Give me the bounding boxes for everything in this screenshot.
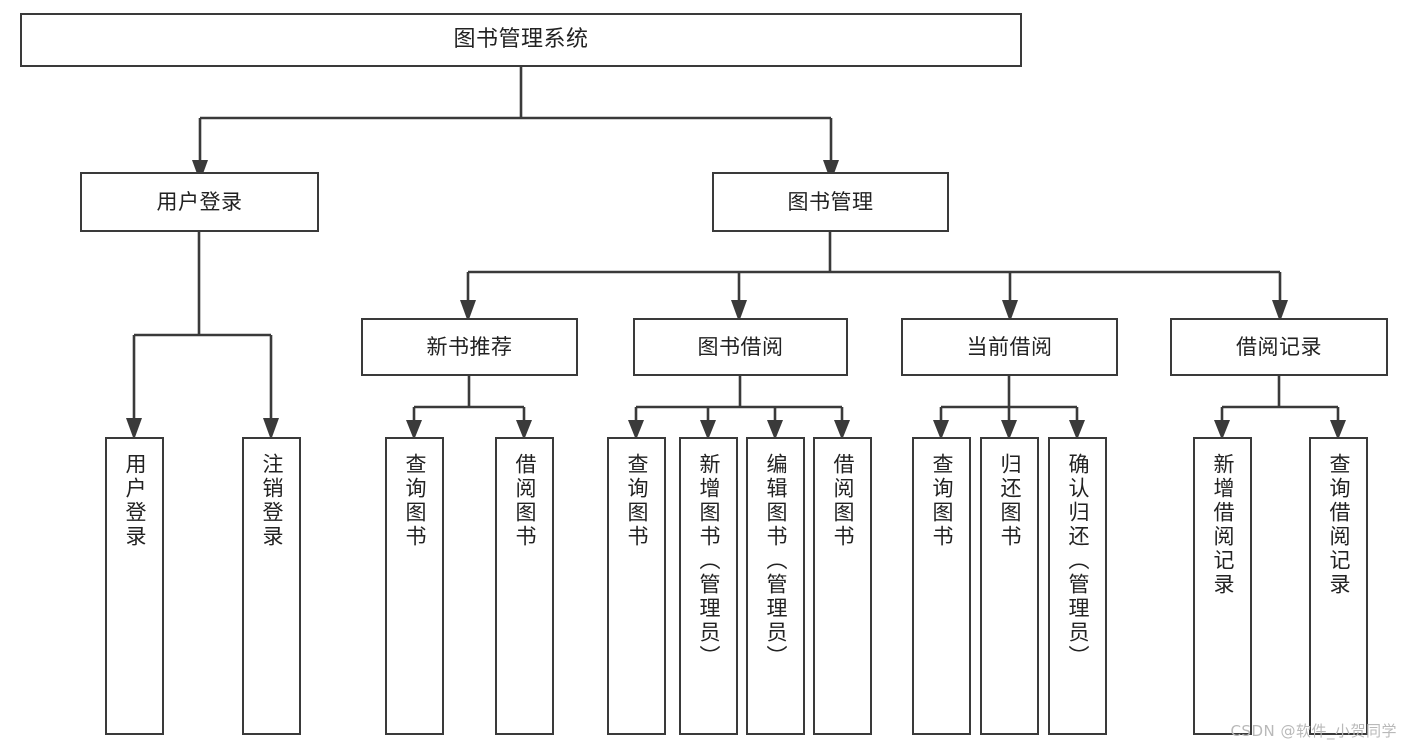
node-current-borrow-label: 当前借阅 bbox=[966, 334, 1053, 359]
leaf-confirm-return[interactable]: 确认归还（管理员） bbox=[1048, 437, 1107, 735]
node-root[interactable]: 图书管理系统 bbox=[20, 13, 1022, 67]
node-new-book-recommend[interactable]: 新书推荐 bbox=[361, 318, 578, 376]
node-new-book-recommend-label: 新书推荐 bbox=[426, 334, 513, 359]
leaf-query-book-2-label: 查询图书 bbox=[625, 453, 649, 549]
leaf-query-book-2[interactable]: 查询图书 bbox=[607, 437, 666, 735]
leaf-user-login-label: 用户登录 bbox=[123, 453, 147, 549]
leaf-return-book[interactable]: 归还图书 bbox=[980, 437, 1039, 735]
leaf-query-borrow-record-label: 查询借阅记录 bbox=[1327, 453, 1351, 597]
leaf-borrow-book-1-label: 借阅图书 bbox=[513, 453, 537, 549]
leaf-add-book[interactable]: 新增图书（管理员） bbox=[679, 437, 738, 735]
leaf-add-borrow-record[interactable]: 新增借阅记录 bbox=[1193, 437, 1252, 735]
node-root-label: 图书管理系统 bbox=[453, 27, 589, 53]
leaf-borrow-book-1[interactable]: 借阅图书 bbox=[495, 437, 554, 735]
node-book-manage[interactable]: 图书管理 bbox=[712, 172, 949, 232]
leaf-query-book-3-label: 查询图书 bbox=[930, 453, 954, 549]
leaf-confirm-return-label: 确认归还（管理员） bbox=[1066, 453, 1090, 669]
node-borrow-record-label: 借阅记录 bbox=[1236, 334, 1322, 359]
leaf-return-book-label: 归还图书 bbox=[998, 453, 1022, 549]
node-borrow-record[interactable]: 借阅记录 bbox=[1170, 318, 1388, 376]
leaf-query-book-3[interactable]: 查询图书 bbox=[912, 437, 971, 735]
leaf-borrow-book-2-label: 借阅图书 bbox=[831, 453, 855, 549]
node-book-borrow-label: 图书借阅 bbox=[697, 334, 784, 359]
leaf-query-borrow-record[interactable]: 查询借阅记录 bbox=[1309, 437, 1368, 735]
leaf-query-book-1-label: 查询图书 bbox=[403, 453, 427, 549]
node-current-borrow[interactable]: 当前借阅 bbox=[901, 318, 1118, 376]
leaf-logout-login-label: 注销登录 bbox=[260, 453, 284, 549]
node-book-borrow[interactable]: 图书借阅 bbox=[633, 318, 848, 376]
leaf-edit-book-label: 编辑图书（管理员） bbox=[764, 453, 788, 669]
leaf-query-book-1[interactable]: 查询图书 bbox=[385, 437, 444, 735]
leaf-logout-login[interactable]: 注销登录 bbox=[242, 437, 301, 735]
watermark: CSDN @软件_小贺同学 bbox=[1230, 722, 1397, 740]
leaf-borrow-book-2[interactable]: 借阅图书 bbox=[813, 437, 872, 735]
node-book-manage-label: 图书管理 bbox=[787, 189, 874, 214]
node-user-login[interactable]: 用户登录 bbox=[80, 172, 319, 232]
leaf-user-login[interactable]: 用户登录 bbox=[105, 437, 164, 735]
leaf-edit-book[interactable]: 编辑图书（管理员） bbox=[746, 437, 805, 735]
node-user-login-label: 用户登录 bbox=[156, 189, 243, 214]
leaf-add-book-label: 新增图书（管理员） bbox=[697, 453, 721, 669]
leaf-add-borrow-record-label: 新增借阅记录 bbox=[1211, 453, 1235, 597]
